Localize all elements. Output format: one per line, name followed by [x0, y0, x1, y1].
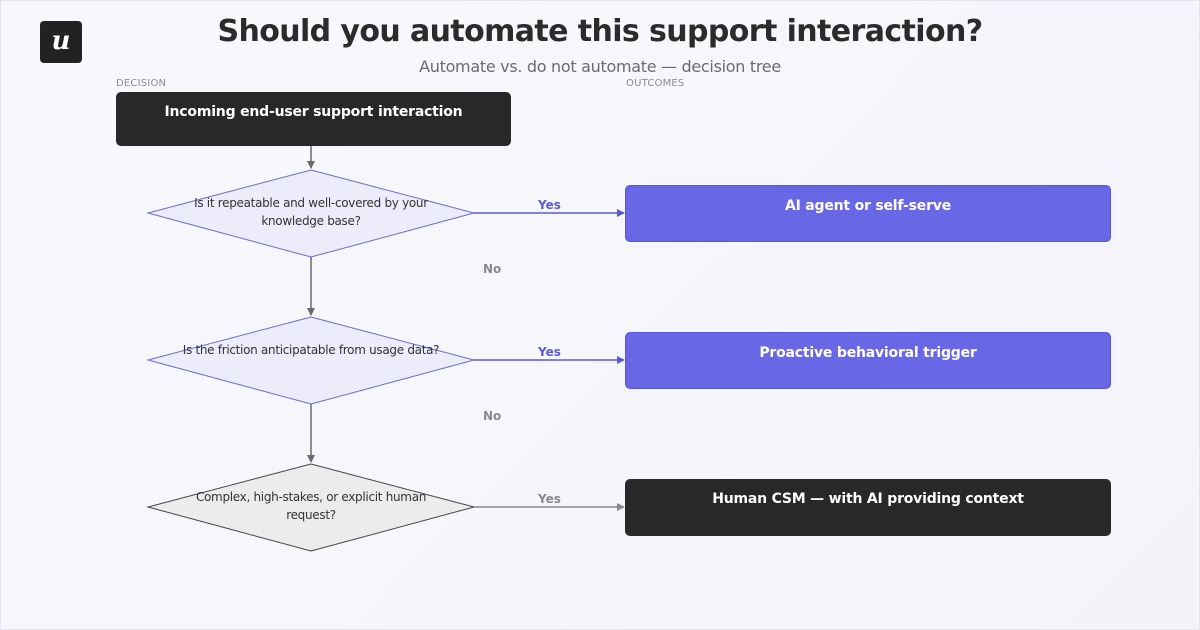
decision-diamond-q3: [146, 463, 476, 552]
outcome-human-csm-label: Human CSM — with AI providing context: [712, 491, 1024, 507]
outcome-proactive-trigger-label: Proactive behavioral trigger: [759, 345, 977, 361]
page-title: Should you automate this support interac…: [217, 14, 983, 49]
outcomes-column-label: OUTCOMES: [626, 78, 685, 89]
edge-label-no-2: No: [483, 409, 502, 423]
brand-logo: u: [40, 21, 82, 63]
logo-letter: u: [51, 26, 71, 56]
edge-label-yes-3: Yes: [538, 492, 561, 506]
edge-label-yes-2: Yes: [538, 345, 561, 359]
outcome-human-csm: Human CSM — with AI providing context: [625, 479, 1111, 536]
decision-diamond-q2: [146, 316, 476, 405]
decision-q1-text: Is it repeatable and well-covered by you…: [194, 196, 428, 228]
edge-label-yes-1: Yes: [538, 198, 561, 212]
decision-q2-text: Is the friction anticipatable from usage…: [182, 343, 440, 357]
outcome-proactive-trigger: Proactive behavioral trigger: [625, 332, 1111, 389]
page-subtitle: Automate vs. do not automate — decision …: [419, 57, 781, 76]
decision-diamond-q1: [146, 169, 476, 258]
decision-column-label: DECISION: [116, 78, 167, 89]
decision-q3-text: Complex, high-stakes, or explicit human …: [195, 490, 427, 522]
start-node-label: Incoming end-user support interaction: [164, 104, 463, 120]
outcome-ai-agent: AI agent or self-serve: [625, 185, 1111, 242]
outcome-ai-agent-label: AI agent or self-serve: [784, 198, 952, 214]
start-node: Incoming end-user support interaction: [116, 92, 511, 146]
edge-label-no-1: No: [483, 262, 502, 276]
